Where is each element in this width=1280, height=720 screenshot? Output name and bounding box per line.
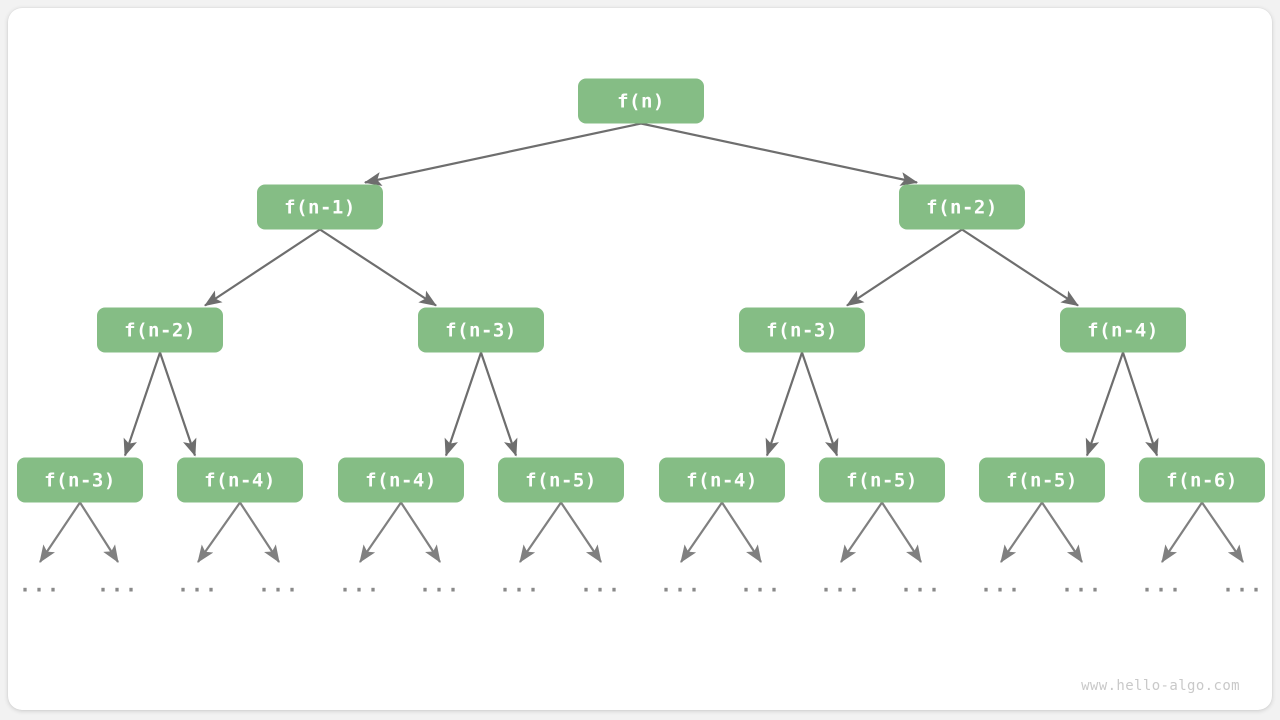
leaf-edge (79, 501, 119, 563)
leaf-edge (840, 501, 883, 563)
ellipsis-label: ... (900, 573, 942, 597)
node-box (338, 457, 464, 503)
node-label: f(n-3) (766, 320, 838, 342)
tree-edge (800, 352, 839, 457)
nodes-layer: f(n) f(n-1) f(n-2) f(n-2) f(n-3) f(n-3) f(n-4)… (17, 78, 1265, 503)
ellipsis-label: ... (980, 573, 1022, 597)
node-box (17, 457, 143, 503)
watermark-text: www.hello-algo.com (1081, 678, 1240, 694)
tree-edge (319, 228, 437, 307)
node-label: f(n-4) (204, 470, 276, 492)
node-box (498, 457, 624, 503)
node-box (257, 184, 383, 230)
leaf-edge (881, 501, 922, 563)
leaf-arrows-layer (39, 501, 1244, 563)
ellipsis-label: ... (740, 573, 782, 597)
node-box (819, 457, 945, 503)
leaf-edge (680, 501, 723, 563)
leaf-edge (721, 501, 762, 563)
ellipsis-label: ... (580, 573, 622, 597)
ellipsis-label: ... (660, 573, 702, 597)
leaf-edge (1041, 501, 1083, 563)
ellipsis-label: ... (339, 573, 381, 597)
ellipsis-label: ... (499, 573, 541, 597)
diagram-card (8, 8, 1272, 710)
leaf-edge (197, 501, 241, 563)
node-box (739, 307, 865, 353)
leaf-edge (239, 501, 280, 563)
node-label: f(n-3) (445, 320, 517, 342)
tree-node[interactable]: f(n-4) (659, 457, 785, 503)
tree-node[interactable]: f(n-6) (1139, 457, 1265, 503)
ellipsis-label: ... (258, 573, 300, 597)
tree-node[interactable]: f(n-5) (819, 457, 945, 503)
tree-node[interactable]: f(n-5) (979, 457, 1105, 503)
leaf-edge (560, 501, 602, 563)
tree-edge (363, 122, 642, 186)
node-label: f(n) (617, 91, 665, 113)
node-label: f(n-5) (1006, 470, 1078, 492)
tree-node[interactable]: f(n-5) (498, 457, 624, 503)
ellipsis-label: ... (1141, 573, 1183, 597)
ellipsis-label: ... (820, 573, 862, 597)
node-box (899, 184, 1025, 230)
node-box (979, 457, 1105, 503)
node-label: f(n-4) (1087, 320, 1159, 342)
node-label: f(n-2) (926, 197, 998, 219)
node-label: f(n-4) (365, 470, 437, 492)
tree-node[interactable]: f(n-4) (338, 457, 464, 503)
ellipsis-layer: ........................................… (19, 573, 1264, 597)
tree-node[interactable]: f(n-3) (17, 457, 143, 503)
tree-edge (479, 352, 518, 457)
leaf-edge (1161, 501, 1203, 563)
ellipsis-label: ... (419, 573, 461, 597)
tree-edge (961, 228, 1079, 307)
node-label: f(n-3) (44, 470, 116, 492)
node-label: f(n-1) (284, 197, 356, 219)
tree-edge (204, 228, 321, 307)
edges-layer (123, 122, 1159, 457)
tree-node[interactable]: f(n-2) (97, 307, 223, 353)
node-label: f(n-6) (1166, 470, 1238, 492)
tree-node[interactable]: f(n-4) (177, 457, 303, 503)
ellipsis-label: ... (1061, 573, 1103, 597)
tree-edge (640, 122, 919, 186)
tree-node[interactable]: f(n-3) (418, 307, 544, 353)
node-label: f(n-2) (124, 320, 196, 342)
tree-edge (158, 352, 197, 457)
node-box (659, 457, 785, 503)
ellipsis-label: ... (19, 573, 61, 597)
node-box (1060, 307, 1186, 353)
tree-edge (846, 228, 963, 307)
leaf-edge (1201, 501, 1244, 563)
leaf-edge (1000, 501, 1043, 563)
ellipsis-label: ... (177, 573, 219, 597)
tree-edge (1085, 352, 1125, 457)
node-label: f(n-4) (686, 470, 758, 492)
ellipsis-label: ... (1222, 573, 1264, 597)
leaf-edge (39, 501, 81, 563)
node-box (177, 457, 303, 503)
tree-node[interactable]: f(n) (578, 78, 704, 124)
node-box (97, 307, 223, 353)
node-box (578, 78, 704, 124)
tree-edge (765, 352, 804, 457)
leaf-edge (519, 501, 562, 563)
node-box (1139, 457, 1265, 503)
tree-node[interactable]: f(n-3) (739, 307, 865, 353)
leaf-edge (400, 501, 441, 563)
node-label: f(n-5) (525, 470, 597, 492)
tree-edge (123, 352, 162, 457)
ellipsis-label: ... (97, 573, 139, 597)
tree-node[interactable]: f(n-1) (257, 184, 383, 230)
node-label: f(n-5) (846, 470, 918, 492)
tree-edge (444, 352, 483, 457)
node-box (418, 307, 544, 353)
tree-edge (1121, 352, 1159, 457)
tree-node[interactable]: f(n-2) (899, 184, 1025, 230)
tree-node[interactable]: f(n-4) (1060, 307, 1186, 353)
leaf-edge (359, 501, 402, 563)
